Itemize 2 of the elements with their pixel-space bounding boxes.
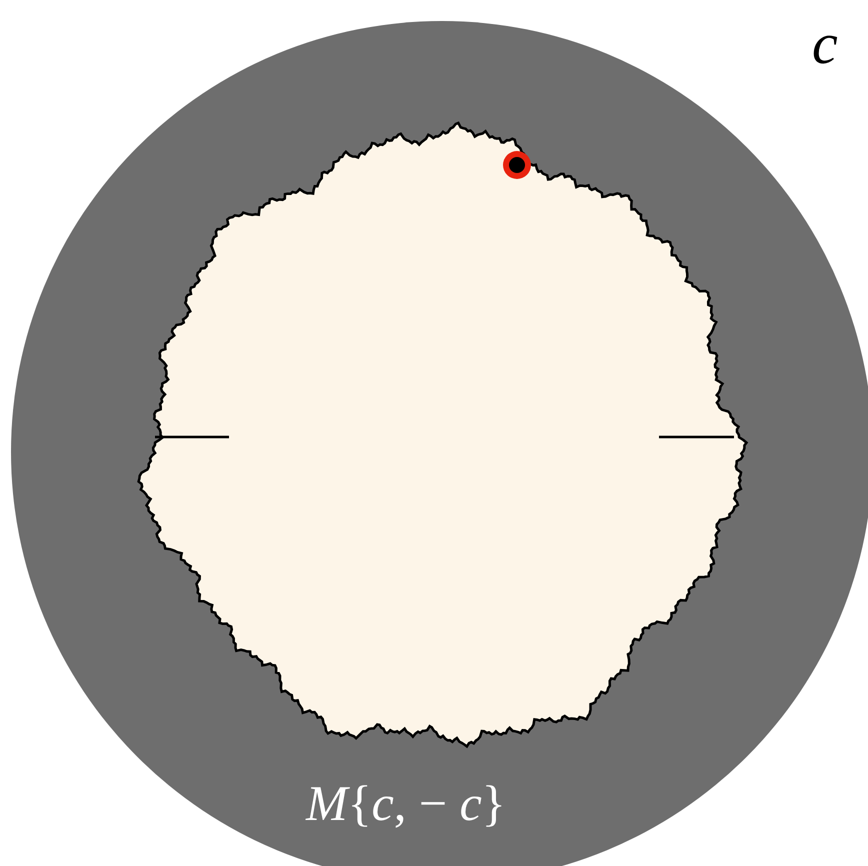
set-label: M{c, − c} — [306, 774, 506, 832]
variable-label: c — [812, 10, 838, 77]
